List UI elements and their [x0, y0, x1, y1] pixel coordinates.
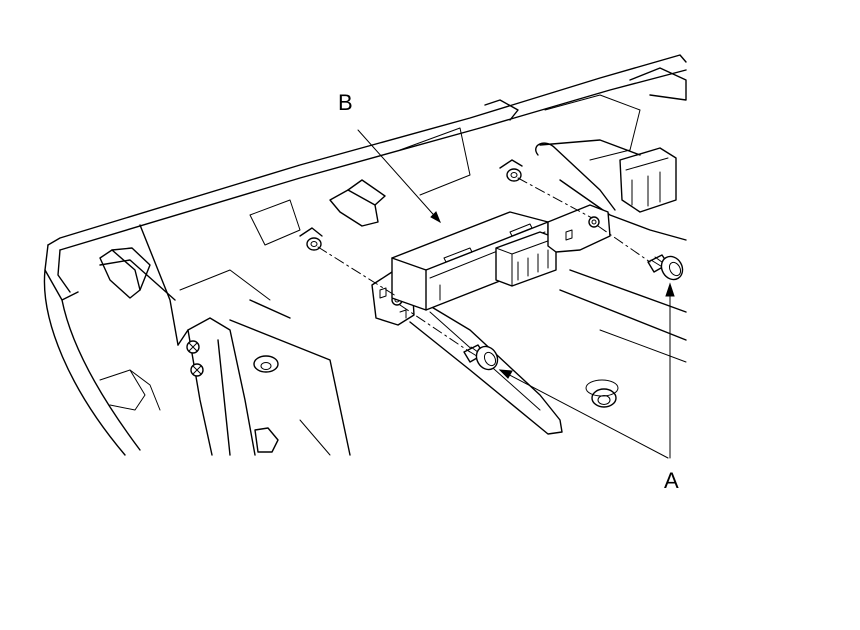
bolt-upper — [647, 254, 684, 281]
upper-connector — [535, 139, 687, 241]
callout-label-b: B — [338, 90, 353, 115]
leader-b — [357, 129, 441, 224]
mounting-bosses — [299, 159, 619, 408]
leader-a — [498, 282, 675, 459]
alignment-lines — [317, 177, 651, 353]
floor-tray — [229, 269, 687, 456]
callout-label-a: A — [664, 468, 679, 493]
control-module — [371, 204, 611, 326]
frame-panel — [43, 54, 687, 456]
left-bracket — [99, 317, 279, 456]
